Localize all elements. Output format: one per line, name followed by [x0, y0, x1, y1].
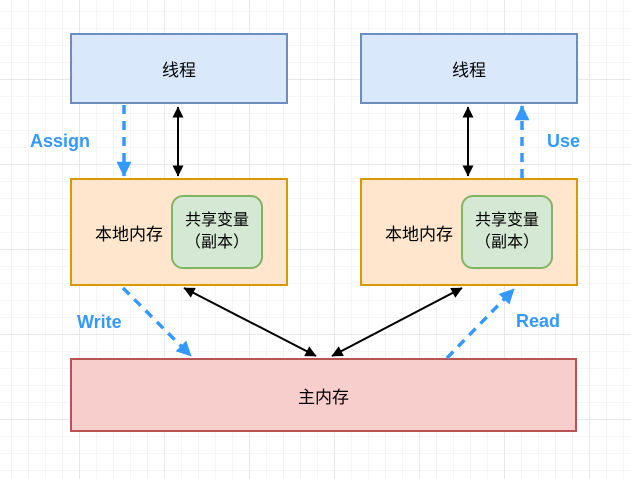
read-edge-label: Read	[516, 311, 561, 331]
shared-variable-label-line2: （副本）	[474, 234, 539, 251]
shared-variable-copy-node: 共享变量 （副本）	[461, 195, 553, 269]
local-memory-node-right: 本地内存 共享变量 （副本）	[360, 178, 578, 286]
assign-edge-label: Assign	[30, 131, 91, 151]
localmemory-mainmemory-arrow-left	[183, 287, 317, 357]
thread-label: 线程	[452, 61, 486, 80]
shared-variable-label-line1: 共享变量	[184, 212, 249, 229]
thread-node-right: 线程	[360, 33, 578, 104]
write-edge-label: Write	[77, 312, 122, 332]
shared-variable-label-line2: （副本）	[184, 234, 249, 251]
shared-variable-copy-node: 共享变量 （副本）	[171, 195, 263, 269]
local-memory-label: 本地内存	[95, 224, 163, 244]
read-arrow	[445, 287, 516, 360]
thread-node-left: 线程	[70, 33, 288, 104]
write-arrow	[121, 286, 193, 358]
use-edge-label: Use	[547, 131, 581, 151]
main-memory-node: 主内存	[70, 358, 577, 432]
shared-variable-label-line1: 共享变量	[474, 212, 539, 229]
thread-label: 线程	[162, 61, 196, 80]
main-memory-label: 主内存	[298, 387, 349, 407]
localmemory-mainmemory-arrow-right	[331, 287, 463, 357]
local-memory-node-left: 本地内存 共享变量 （副本）	[70, 178, 288, 286]
local-memory-label: 本地内存	[385, 224, 453, 244]
